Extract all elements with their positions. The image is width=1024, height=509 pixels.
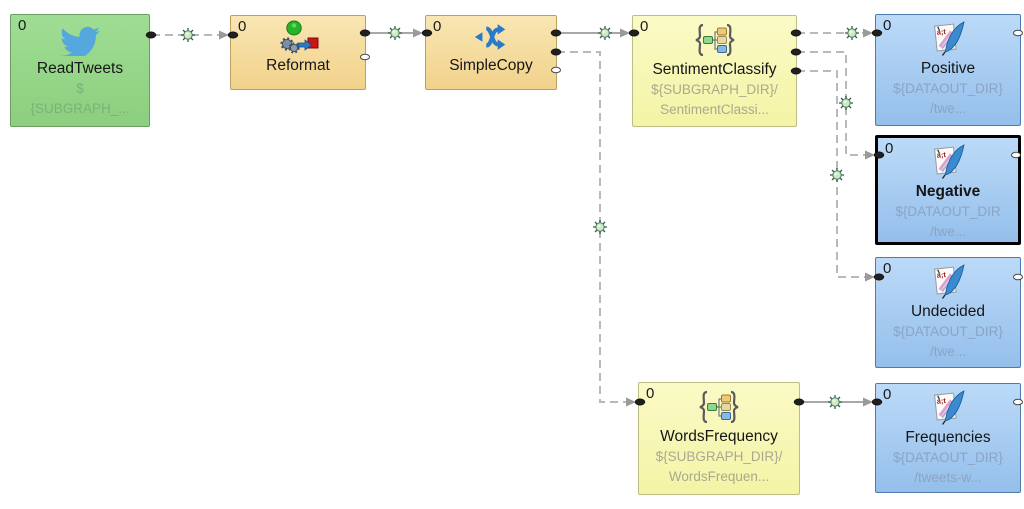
node-title: Frequencies: [905, 429, 991, 446]
edge-sentimentclassify-undecided[interactable]: [797, 70, 865, 278]
debug-bug-icon: [838, 95, 854, 111]
port-number: 0: [883, 260, 892, 277]
edge-simplecopy-wordsfrequency[interactable]: [557, 51, 626, 403]
node-path-line2: {SUBGRAPH_...: [30, 101, 130, 116]
node-frequencies[interactable]: 0 Frequencies ${DATAOUT_DIR} /tweets-w..…: [875, 383, 1021, 493]
port-number: 0: [883, 17, 892, 34]
debug-bug-icon: [387, 25, 403, 41]
port-number: 0: [646, 385, 655, 402]
debug-icons[interactable]: [180, 25, 860, 410]
node-path-line1: ${DATAOUT_DIR}: [893, 81, 1003, 96]
node-path-line1: ${DATAOUT_DIR}: [893, 450, 1003, 465]
debug-bug-icon: [180, 27, 196, 43]
ports-open[interactable]: [360, 29, 1023, 406]
node-path-line1: ${DATAOUT_DIR}: [893, 324, 1003, 339]
node-readtweets[interactable]: 0 ReadTweets $ {SUBGRAPH_...: [10, 14, 150, 127]
port-number: 0: [18, 17, 27, 34]
port-number: 0: [640, 18, 649, 35]
debug-bug-icon: [597, 25, 613, 41]
node-title: WordsFrequency: [660, 428, 778, 445]
node-title: Negative: [915, 183, 981, 200]
node-title: ReadTweets: [36, 60, 124, 77]
debug-bug-icon: [844, 25, 860, 41]
port-number: 0: [433, 18, 442, 35]
node-title: Reformat: [266, 57, 330, 74]
node-title: Undecided: [910, 303, 986, 320]
node-path-line2: /twe...: [929, 101, 966, 116]
node-path-line2: /twe...: [929, 224, 966, 239]
node-path-line1: ${SUBGRAPH_DIR}/: [651, 82, 778, 97]
node-title: Positive: [920, 60, 976, 77]
node-path-line2: SentimentClassi...: [660, 102, 769, 117]
node-path-line2: /tweets-w...: [914, 470, 982, 485]
node-path-line2: /twe...: [929, 344, 966, 359]
port-number: 0: [885, 140, 894, 157]
edge-sentimentclassify-negative[interactable]: [797, 51, 865, 156]
node-simplecopy[interactable]: 0 SimpleCopy: [425, 15, 557, 90]
node-undecided[interactable]: 0 Undecided ${DATAOUT_DIR} /twe...: [875, 257, 1021, 368]
node-path-line1: ${SUBGRAPH_DIR}/: [655, 449, 783, 464]
node-title: SimpleCopy: [449, 57, 533, 74]
node-wordsfrequency[interactable]: 0 WordsFrequency ${SUBGRAPH_DIR}/ WordsF…: [638, 382, 800, 495]
node-path-line1: $: [76, 81, 84, 96]
node-title: SentimentClassify: [652, 61, 777, 78]
debug-bug-icon: [829, 167, 845, 183]
node-reformat[interactable]: 0 Reformat: [230, 15, 366, 90]
node-path-line1: ${DATAOUT_DIR: [895, 204, 1001, 219]
node-positive[interactable]: 0 Positive ${DATAOUT_DIR} /twe...: [875, 14, 1021, 126]
node-path-line2: WordsFrequen...: [668, 469, 770, 484]
debug-bug-icon: [592, 219, 608, 235]
node-negative[interactable]: 0 Negative ${DATAOUT_DIR /twe...: [875, 135, 1021, 245]
ports-connected[interactable]: [145, 29, 885, 406]
port-number: 0: [238, 18, 247, 35]
arrowheads: [219, 28, 875, 407]
node-sentimentclassify[interactable]: 0 SentimentClassify ${SUBGRAPH_DIR}/ Sen…: [632, 15, 797, 127]
debug-bug-icon: [827, 394, 843, 410]
port-number: 0: [883, 386, 892, 403]
